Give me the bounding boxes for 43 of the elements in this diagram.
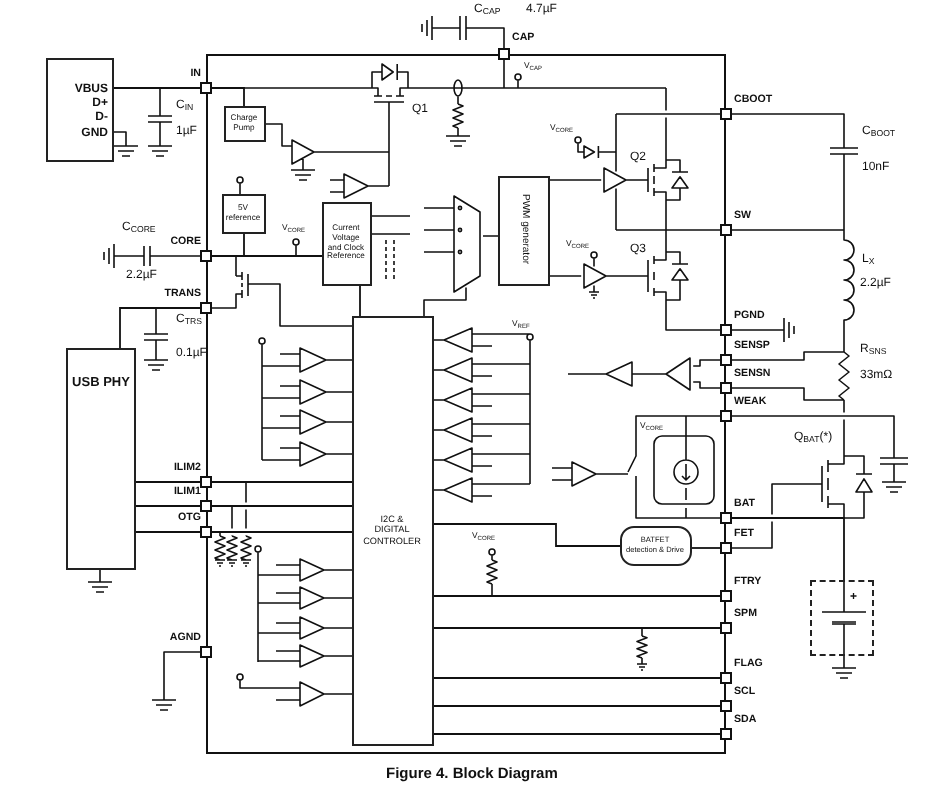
pin-pad [200, 250, 212, 262]
pin-pad [200, 82, 212, 94]
wire [433, 595, 721, 597]
pin-pad [720, 382, 732, 394]
pin-pad [498, 48, 510, 60]
wire [211, 87, 245, 107]
connector-box [46, 58, 114, 162]
wire [211, 531, 353, 533]
chip-outline [206, 54, 726, 754]
wire [211, 481, 353, 483]
wire [433, 705, 721, 707]
wire [433, 627, 721, 629]
pin-pad [720, 410, 732, 422]
wire [211, 505, 353, 507]
pin-pad [720, 590, 732, 602]
wire [119, 307, 201, 349]
pin-pad [720, 354, 732, 366]
wire [731, 517, 845, 581]
pin-pad [720, 622, 732, 634]
pin-pad [720, 672, 732, 684]
battery-outline [810, 580, 874, 656]
pin-pad [720, 542, 732, 554]
wire [433, 733, 721, 735]
wire [691, 547, 721, 549]
pin-pad [200, 476, 212, 488]
pin-pad [720, 108, 732, 120]
wire [211, 255, 323, 257]
wire [433, 523, 621, 547]
pin-pad [200, 302, 212, 314]
pin-pad [720, 700, 732, 712]
wire [433, 677, 721, 679]
pin-pad [200, 646, 212, 658]
wire [135, 481, 201, 483]
wire [359, 285, 361, 317]
pin-pad [200, 500, 212, 512]
wire [135, 531, 201, 533]
pin-pad [720, 512, 732, 524]
pin-pad [720, 224, 732, 236]
wire [135, 505, 201, 507]
wire [113, 87, 201, 89]
pin-pad [720, 728, 732, 740]
pin-pad [720, 324, 732, 336]
pin-pad [200, 526, 212, 538]
